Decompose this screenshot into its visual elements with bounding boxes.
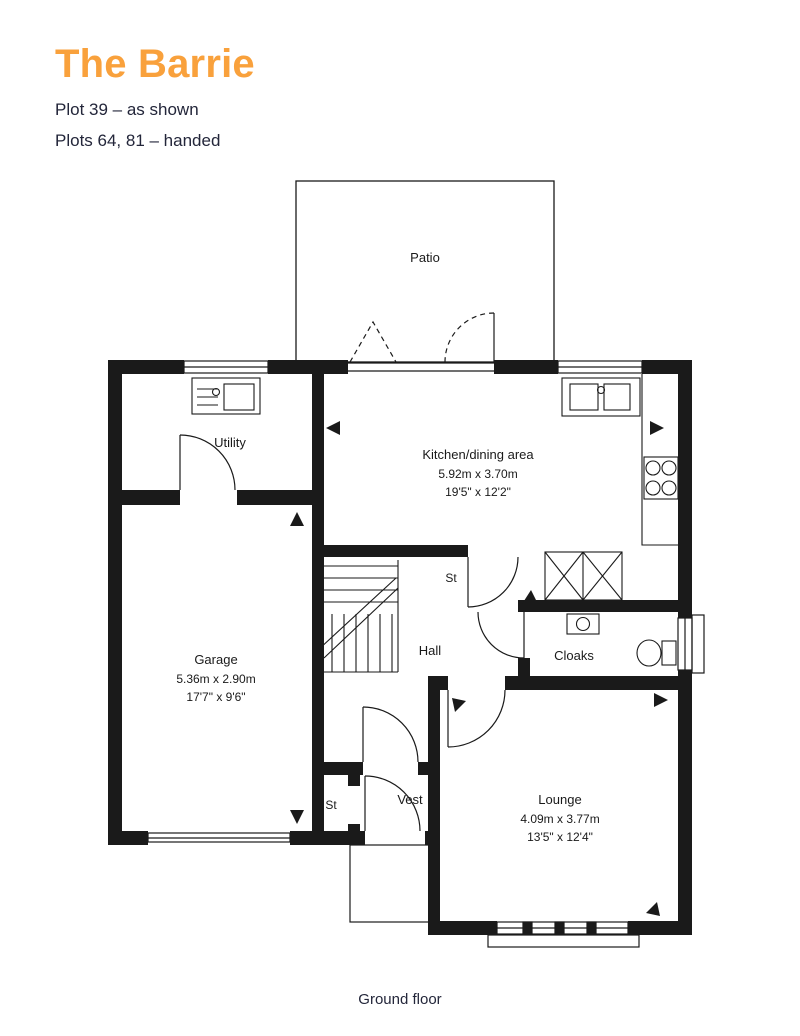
hall-vest-door <box>362 706 419 763</box>
label-utility: Utility <box>214 435 246 450</box>
dimension-arrows <box>290 421 668 916</box>
lounge-door <box>447 689 506 748</box>
garage-door <box>147 832 291 843</box>
dimension-arrow <box>646 902 660 916</box>
dimension-arrow <box>290 810 304 824</box>
plan-header: The Barrie Plot 39 – as shown Plots 64, … <box>55 42 255 151</box>
label-lounge-imperial: 13'5" x 12'4" <box>527 830 593 844</box>
lounge-bay-window <box>487 921 640 948</box>
dimension-arrow <box>522 590 536 604</box>
basin-icon <box>566 613 600 635</box>
label-store-vest: St <box>325 798 337 812</box>
label-patio: Patio <box>410 250 440 265</box>
dimension-arrow <box>326 421 340 435</box>
walls <box>108 360 692 935</box>
label-kitchen-imperial: 19'5" x 12'2" <box>445 485 511 499</box>
label-kitchen-metric: 5.92m x 3.70m <box>438 467 517 481</box>
label-lounge-metric: 4.09m x 3.77m <box>520 812 599 826</box>
front-door <box>364 775 421 832</box>
hatched-unit-icon <box>544 551 623 601</box>
stairs <box>317 560 399 673</box>
utility-window <box>183 360 269 374</box>
hob-icon <box>643 456 679 500</box>
windows <box>147 360 705 948</box>
plot-line-1: Plot 39 – as shown <box>55 100 199 119</box>
cloaks-window <box>677 614 705 674</box>
page-title: The Barrie <box>55 42 255 86</box>
dimension-arrow <box>290 512 304 526</box>
label-hall: Hall <box>419 643 442 658</box>
kitchen-hall-door <box>467 556 519 608</box>
french-doors-icon <box>349 320 397 363</box>
room-labels: Patio Utility Kitchen/dining area 5.92m … <box>176 250 599 844</box>
kitchen-sink-icon <box>561 377 641 417</box>
label-cloaks: Cloaks <box>554 648 594 663</box>
dimension-arrow <box>452 698 466 712</box>
utility-door <box>179 434 236 491</box>
label-vest: Vest <box>397 792 423 807</box>
dimension-arrow <box>650 421 664 435</box>
floor-caption: Ground floor <box>358 991 442 1008</box>
label-garage-imperial: 17'7" x 9'6" <box>186 690 245 704</box>
cloaks-fixtures <box>566 613 677 667</box>
cloaks-door <box>477 611 525 659</box>
porch-outline <box>349 844 439 923</box>
worktop-line <box>641 374 678 546</box>
label-store-hall: St <box>445 571 457 585</box>
patio-outline <box>295 180 555 363</box>
label-garage-metric: 5.36m x 2.90m <box>176 672 255 686</box>
kitchen-window <box>557 360 643 374</box>
patio-single-door-swing <box>444 312 495 363</box>
plot-line-2: Plots 64, 81 – handed <box>55 131 221 150</box>
toilet-icon <box>636 639 677 667</box>
doors <box>179 434 525 832</box>
label-garage-name: Garage <box>194 652 237 667</box>
patio-doors <box>348 312 495 372</box>
label-lounge-name: Lounge <box>538 792 581 807</box>
dimension-arrow <box>654 693 668 707</box>
kitchen-fixtures <box>191 374 679 601</box>
label-kitchen-name: Kitchen/dining area <box>422 447 534 462</box>
utility-sink-icon <box>191 377 261 415</box>
